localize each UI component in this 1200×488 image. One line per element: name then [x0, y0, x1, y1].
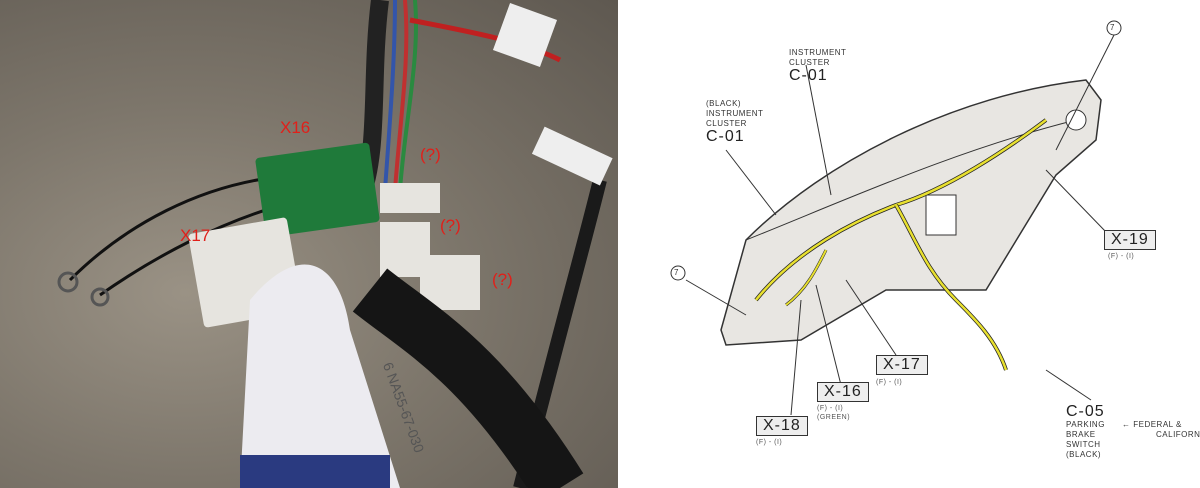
c05-note2: CALIFORNIA [1156, 430, 1200, 439]
c05-note1: ← FEDERAL & [1122, 420, 1182, 429]
c05-color: (BLACK) [1066, 450, 1102, 459]
x19-sub: (F) - (I) [1108, 253, 1135, 260]
c01-top-line2: CLUSTER [789, 58, 830, 67]
x18-sub: (F) - (I) [756, 439, 783, 446]
c01-left-color: (BLACK) [706, 99, 742, 108]
label-x17: X17 [180, 226, 211, 245]
x16-box: X-16 [817, 382, 869, 402]
photo-drawing [57, 0, 613, 488]
wiring-diagram: 7 7 INSTRUMENT CLUSTER C-01 (BLACK) INST… [626, 0, 1200, 488]
ground-marker-top: 7 [1110, 23, 1115, 32]
label-unknown-2: (?) [440, 216, 461, 235]
c05-line2: BRAKE [1066, 430, 1096, 439]
x16-sub: (F) - (I) [817, 405, 844, 412]
c05-label: C-05 PARKING BRAKE SWITCH (BLACK) [1066, 404, 1105, 460]
x17-sub: (F) - (I) [876, 379, 903, 386]
x17-box: X-17 [876, 355, 928, 375]
harness-photo: X16 X17 (?) (?) (?) 6 NA55-67-030 [0, 0, 618, 488]
dashboard-drawing [670, 20, 1122, 416]
c01-left-code: C-01 [706, 128, 745, 145]
c01-top-line1: INSTRUMENT [789, 48, 847, 57]
c05-line1: PARKING [1066, 420, 1105, 429]
x16-color: (GREEN) [817, 414, 851, 421]
c05-code: C-05 [1066, 403, 1105, 420]
c01-top-code: C-01 [789, 67, 828, 84]
c05-line3: SWITCH [1066, 440, 1101, 449]
label-x16: X16 [280, 118, 311, 137]
ground-marker-left: 7 [674, 268, 679, 277]
c01-top-label: INSTRUMENT CLUSTER C-01 [789, 48, 846, 84]
c01-left-line2: CLUSTER [706, 119, 747, 128]
x18-box: X-18 [756, 416, 808, 436]
label-unknown-3: (?) [492, 270, 513, 289]
x19-box: X-19 [1104, 230, 1156, 250]
label-unknown-1: (?) [420, 145, 441, 164]
c01-left-label: (BLACK) INSTRUMENT CLUSTER C-01 [706, 99, 763, 145]
c01-left-line1: INSTRUMENT [706, 109, 764, 118]
